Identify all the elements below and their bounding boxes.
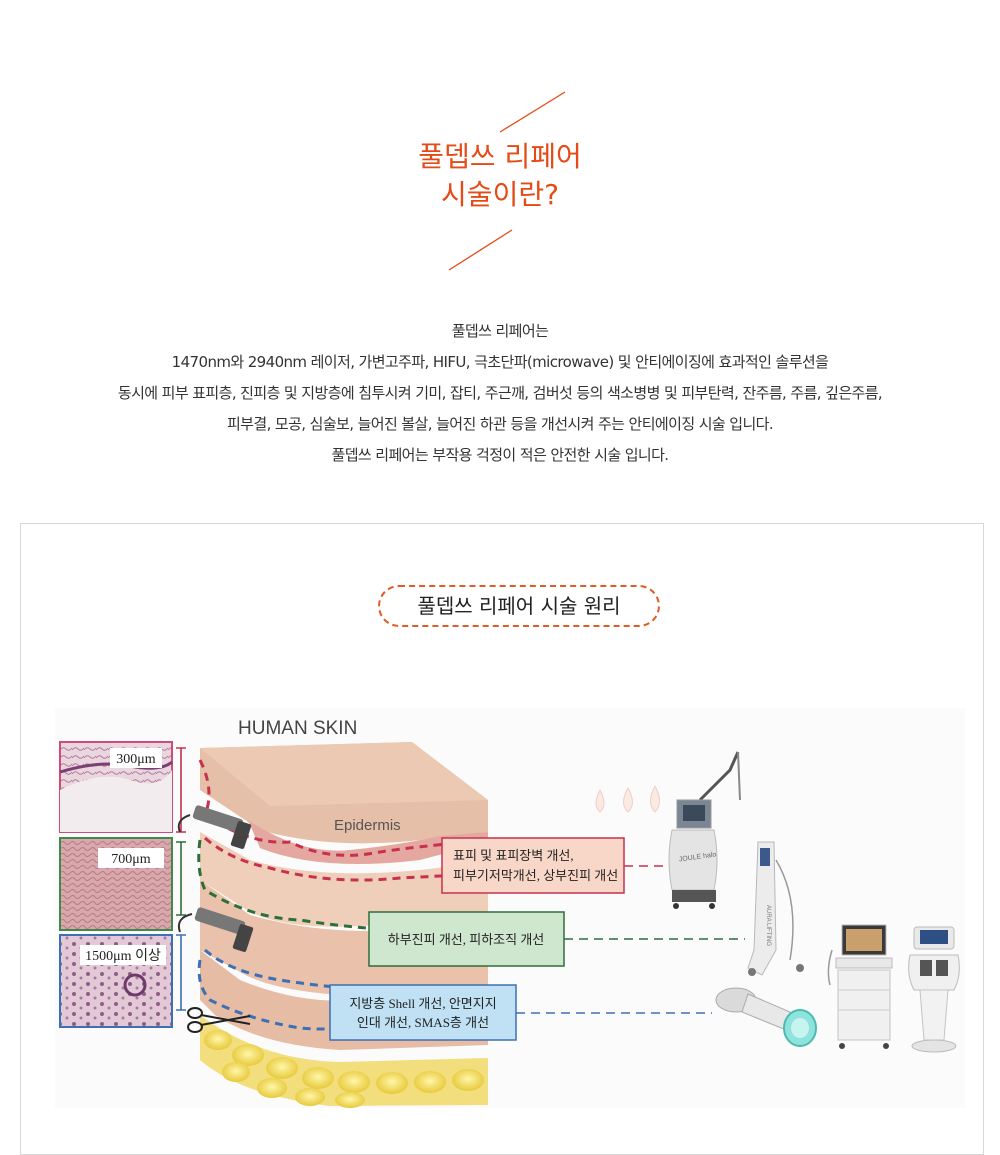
depth-label-box-3 <box>80 945 166 965</box>
human-skin-title: HUMAN SKIN <box>238 718 357 739</box>
laser-device-image: JOULE halo <box>668 751 741 909</box>
callout-1-line-1: 표피 및 표피장벽 개선, <box>453 848 574 863</box>
page-title: 풀뎁쓰 리페어 시술이란? <box>0 138 1000 214</box>
microwave-handpiece-image <box>715 987 817 1047</box>
principle-heading: 풀뎁쓰 리페어 시술 원리 <box>378 585 660 627</box>
depth-label-box-2 <box>98 848 164 868</box>
handpiece-icon-2 <box>177 907 254 953</box>
callout-1-line-2: 피부기저막개선, 상부진피 개선 <box>453 868 618 883</box>
depth-label-300: 300μm <box>116 752 156 767</box>
depth-label-1500: 1500μm 이상 <box>85 948 161 964</box>
skin-illustration: 300μm 700μm 1500μm 이상 HUMAN SKIN Epid <box>55 708 965 1108</box>
handpiece-icon-1 <box>177 805 252 850</box>
rf-device-image: AURA LIFTING <box>747 841 804 976</box>
console-device-image <box>908 926 960 1053</box>
scissors-icon <box>187 1007 251 1033</box>
callout-3-line-1: 지방층 Shell 개선, 안면지지 <box>349 996 496 1011</box>
callout-fat: 지방층 Shell 개선, 안면지지 인대 개선, SMAS층 개선 <box>329 984 517 1041</box>
description-line-3: 동시에 피부 표피층, 진피층 및 지방층에 침투시켜 기미, 잡티, 주근깨,… <box>117 384 883 402</box>
rf-device-label: AURA LIFTING <box>765 905 771 946</box>
callout-connectors <box>516 865 745 1014</box>
droplet-icons <box>595 784 660 813</box>
depth-label-700: 700μm <box>111 852 151 867</box>
title-line-2: 시술이란? <box>441 178 559 211</box>
depth-label-box-1 <box>110 748 162 768</box>
epidermis-label: Epidermis <box>334 817 401 834</box>
description-line-2: 1470nm와 2940nm 레이저, 가변고주파, HIFU, 극초단파(mi… <box>171 353 829 371</box>
description-line-1: 풀뎁쓰 리페어는 <box>451 322 549 340</box>
callout-3-line-2: 인대 개선, SMAS층 개선 <box>357 1015 489 1030</box>
description: 풀뎁쓰 리페어는 1470nm와 2940nm 레이저, 가변고주파, HIFU… <box>0 316 1000 471</box>
decorative-lines <box>448 91 566 271</box>
layer-boundaries <box>197 759 481 1031</box>
skin-block <box>200 742 488 1108</box>
title-line-1: 풀뎁쓰 리페어 <box>418 140 582 173</box>
hifu-cart-image <box>827 924 893 1049</box>
top-accent-line <box>499 91 566 133</box>
description-line-5: 풀뎁쓰 리페어는 부작용 걱정이 적은 안전한 시술 입니다. <box>331 446 670 464</box>
bottom-accent-line <box>448 229 513 271</box>
description-line-4: 피부결, 모공, 심술보, 늘어진 볼살, 늘어진 하관 등을 개선시켜 주는 … <box>226 415 774 433</box>
depth-brackets <box>176 747 186 1011</box>
callout-epidermis: 표피 및 표피장벽 개선, 피부기저막개선, 상부진피 개선 <box>441 837 625 894</box>
callout-2-text: 하부진피 개선, 피하조직 개선 <box>388 932 545 947</box>
callout-dermis: 하부진피 개선, 피하조직 개선 <box>368 911 565 967</box>
